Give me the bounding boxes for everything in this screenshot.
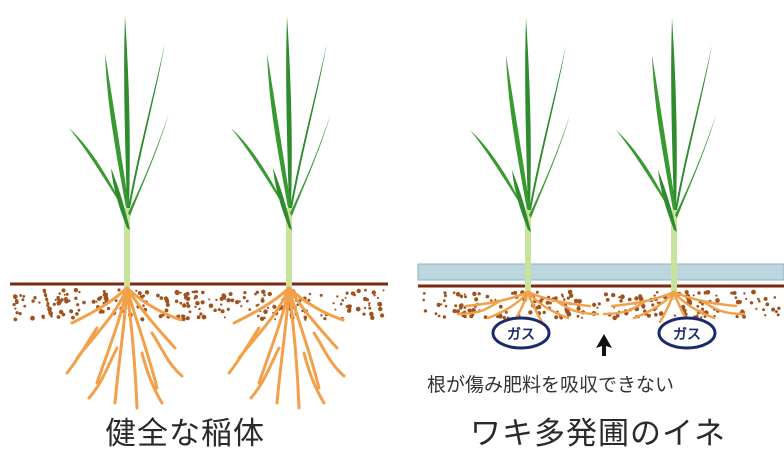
gas-bubble-2: ガス bbox=[659, 318, 715, 348]
soil-dots-left bbox=[13, 288, 385, 322]
damage-note: 根が傷み肥料を吸収できない bbox=[427, 370, 674, 397]
roots-left-1 bbox=[67, 288, 182, 408]
water-layer bbox=[418, 264, 784, 280]
plant-right-1 bbox=[470, 18, 570, 300]
gas-label-2: ガス bbox=[673, 326, 701, 342]
gassy-panel: ガス ガス bbox=[418, 18, 784, 356]
healthy-caption: 健全な稲体 bbox=[105, 408, 265, 453]
plant-left-2 bbox=[231, 16, 331, 298]
plant-right-2 bbox=[616, 18, 716, 300]
roots-left-2 bbox=[229, 288, 344, 408]
gas-label-1: ガス bbox=[507, 326, 535, 342]
gas-bubble-1: ガス bbox=[493, 318, 549, 348]
gassy-caption: ワキ多発圃のイネ bbox=[470, 408, 726, 453]
plant-left-1 bbox=[69, 16, 169, 298]
up-arrow-icon bbox=[596, 334, 612, 356]
healthy-panel bbox=[10, 16, 388, 408]
